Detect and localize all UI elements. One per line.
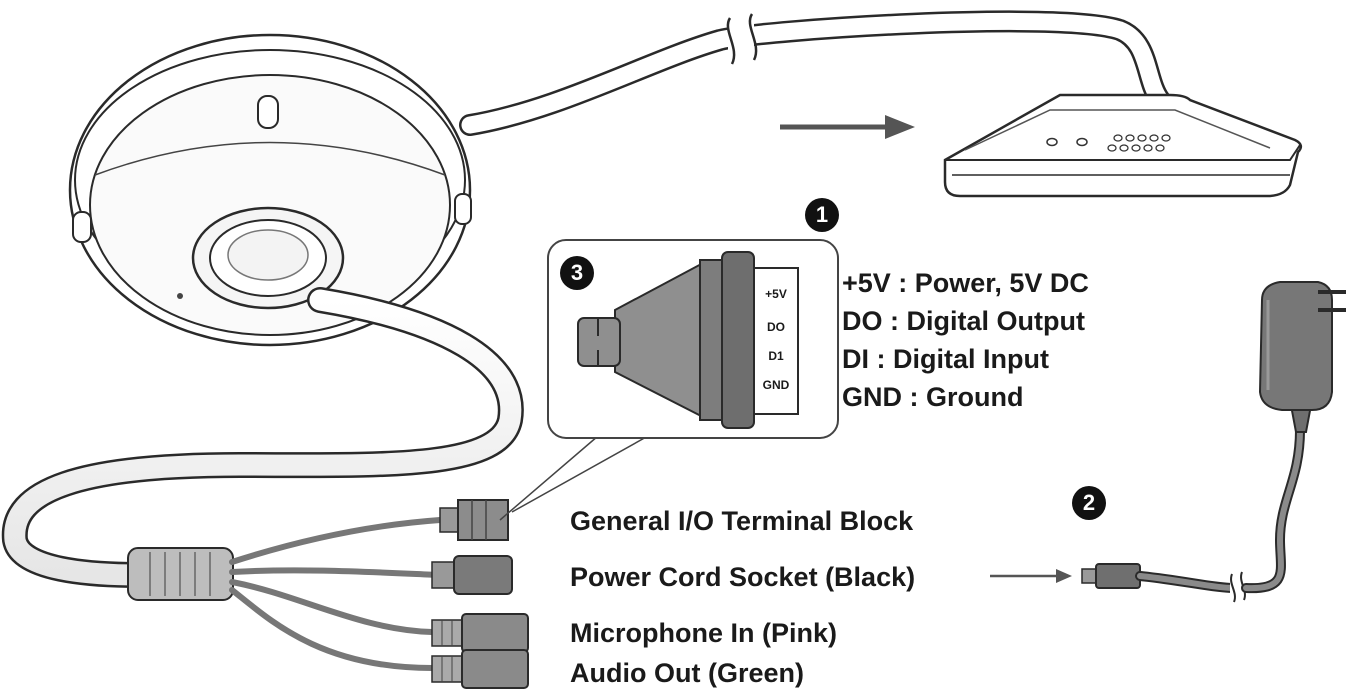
network-cable — [459, 10, 1171, 136]
audio-out-plug — [431, 649, 529, 689]
badge-three: 3 — [560, 256, 594, 290]
pin-label-do: DO — [767, 320, 785, 334]
camera-cable — [1, 287, 524, 588]
terminal-block-callout — [547, 239, 839, 439]
label-audio-out: Audio Out (Green) — [570, 658, 804, 688]
label-io-terminal-block: General I/O Terminal Block — [570, 506, 914, 536]
legend-do: DO : Digital Output — [842, 306, 1085, 336]
pin-label-gnd: GND — [762, 378, 790, 392]
io-terminal-plug — [439, 499, 509, 541]
breakout-wires — [229, 517, 443, 671]
badge-one: 1 — [805, 198, 839, 232]
arrow-to-router — [780, 115, 915, 139]
badge-two: 2 — [1072, 486, 1106, 520]
label-microphone-in: Microphone In (Pink) — [570, 618, 837, 648]
legend-gnd: GND : Ground — [842, 382, 1024, 412]
fisheye-camera — [68, 33, 472, 347]
power-adapter — [1081, 281, 1346, 603]
callout-pointer — [499, 435, 649, 521]
network-switch — [943, 93, 1303, 198]
power-socket-plug — [431, 555, 513, 595]
cable-breakout — [127, 547, 234, 601]
label-power-cord-socket: Power Cord Socket (Black) — [570, 562, 916, 592]
legend-di: DI : Digital Input — [842, 344, 1049, 374]
pin-label-d1: D1 — [768, 349, 784, 363]
pin-label-5v: +5V — [765, 287, 787, 301]
microphone-plug — [431, 613, 529, 653]
legend-5v: +5V : Power, 5V DC — [842, 268, 1089, 298]
arrow-to-adapter — [990, 569, 1072, 583]
